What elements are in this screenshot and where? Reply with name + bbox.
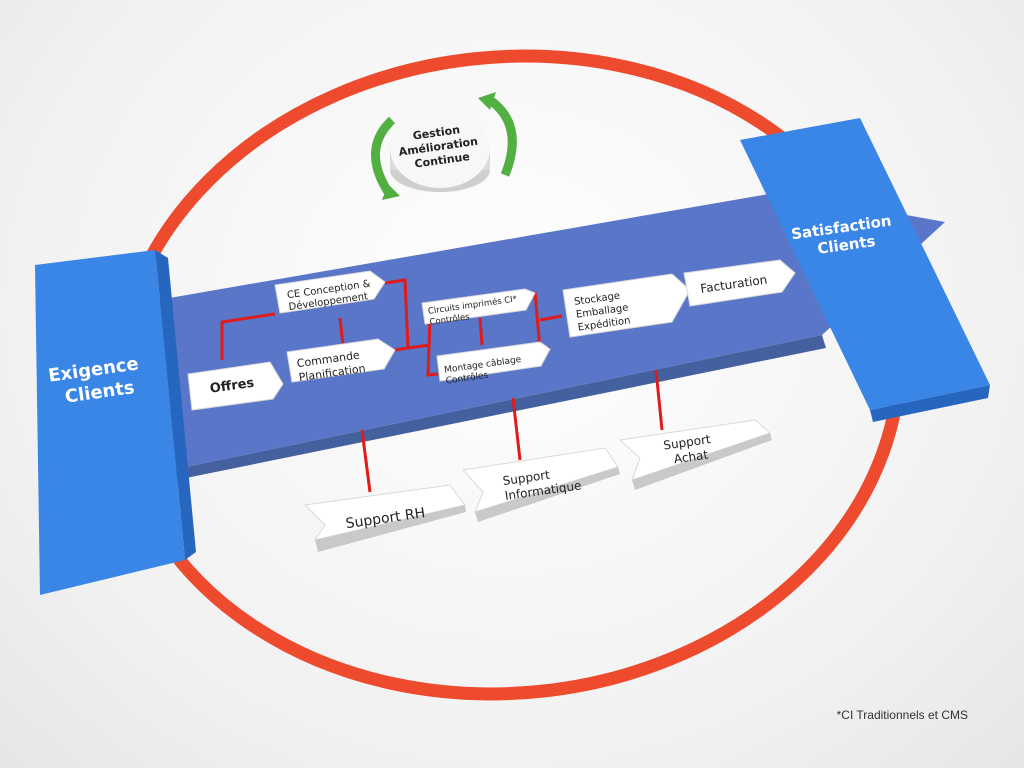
exigence-clients-block: Exigence Clients bbox=[35, 250, 196, 595]
process-commande[interactable]: Commande Planification bbox=[286, 338, 396, 384]
process-facturation[interactable]: Facturation bbox=[683, 259, 796, 307]
satisfaction-clients-block: Satisfaction Clients bbox=[740, 118, 990, 422]
support-achat-line1: Support bbox=[663, 432, 712, 453]
process-circuits[interactable]: Circuits imprimés CI* Contrôles bbox=[421, 288, 536, 328]
offres-label: Offres bbox=[209, 376, 255, 397]
process-band bbox=[158, 192, 945, 470]
center-disc: Gestion Amélioration Continue bbox=[390, 108, 490, 192]
support-informatique[interactable]: Support Informatique bbox=[462, 447, 620, 522]
cycle-arrows-icon bbox=[371, 92, 517, 200]
support-informatique-line1: Support bbox=[502, 468, 551, 489]
footnote: *CI Traditionnels et CMS bbox=[836, 708, 968, 722]
svg-text:Gestion Amélioration: Gestion Amélioration Continue bbox=[396, 120, 485, 172]
process-stockage[interactable]: Stockage Emballage Expédition bbox=[562, 273, 691, 338]
process-offres[interactable]: Offres bbox=[187, 361, 284, 411]
svg-text:Support Achat: Support Achat bbox=[663, 432, 718, 468]
support-rh[interactable]: Support RH bbox=[303, 484, 466, 552]
support-achat-line2: Achat bbox=[673, 448, 709, 467]
support-achat[interactable]: Support Achat bbox=[618, 419, 772, 490]
